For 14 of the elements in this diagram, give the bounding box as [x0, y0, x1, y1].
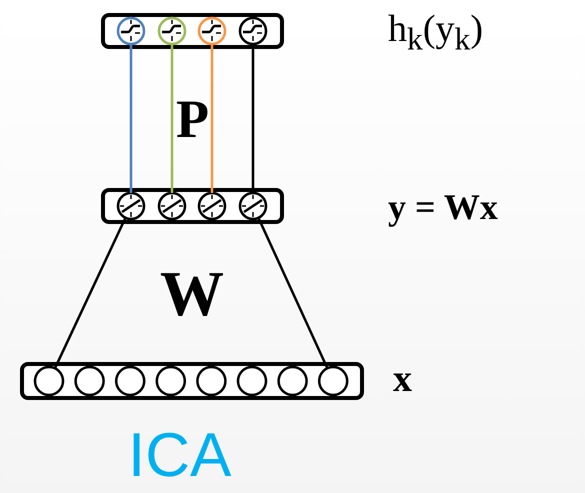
- connector-line: [257, 217, 328, 369]
- connector-line: [170, 44, 174, 193]
- layer-bar: [20, 362, 364, 400]
- formula-label: h$_{k}$(y$_{k}$): [388, 10, 483, 56]
- layer-bar: [101, 13, 284, 49]
- vector-label: x: [393, 360, 412, 398]
- method-title: ICA: [128, 425, 232, 487]
- matrix-label: P: [176, 92, 209, 146]
- connector-line: [210, 44, 214, 193]
- matrix-label: W: [160, 262, 224, 326]
- connector-line: [54, 217, 127, 369]
- connector-line: [130, 44, 132, 193]
- layer-bar: [101, 188, 284, 224]
- formula-label: y = Wx: [388, 189, 498, 225]
